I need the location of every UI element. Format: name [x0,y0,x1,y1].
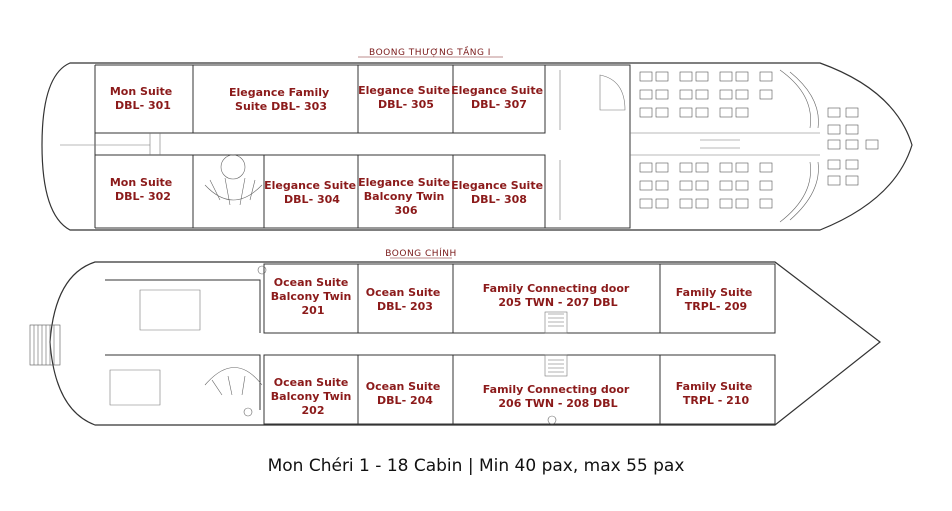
main-deck-hull [49,261,881,426]
cabin-label-302: Mon Suite DBL- 302 [110,176,176,203]
deck-plan: BOONG THƯỢNG TẦNG I [29,45,913,426]
cabin-label-301: Mon Suite DBL- 301 [110,85,176,112]
cabin-label-304: Elegance Suite DBL- 304 [264,179,360,206]
cabin-label-305: Elegance Suite DBL- 305 [358,84,454,111]
main-deck-title: BOONG CHÍNH [385,247,456,259]
cabin-label-205-207: Family Connecting door 205 TWN - 207 DBL [483,282,633,309]
cabin-label-303: Elegance Family Suite DBL- 303 [229,86,333,113]
gangway-grate [29,324,61,366]
cabin-label-201: Ocean Suite Balcony Twin 201 [271,276,355,317]
upper-deck-hull [41,62,913,231]
main-deck-walls [105,263,776,425]
cabin-label-306: Elegance Suite Balcony Twin 306 [358,176,454,217]
cabin-label-307: Elegance Suite DBL- 307 [451,84,547,111]
ship-summary-caption: Mon Chéri 1 - 18 Cabin | Min 40 pax, max… [267,456,685,476]
cabin-label-206-208: Family Connecting door 206 TWN - 208 DBL [483,383,633,410]
cabin-label-210: Family Suite TRPL - 210 [676,380,756,407]
cabin-labels: Mon Suite DBL- 301 Elegance Family Suite… [110,84,756,417]
upper-dining-tables [639,71,879,209]
cabin-label-203: Ocean Suite DBL- 203 [366,286,445,313]
cabin-label-209: Family Suite TRPL- 209 [676,286,756,313]
upper-deck-walls [60,64,820,229]
cabin-label-204: Ocean Suite DBL- 204 [366,380,445,407]
cabin-label-202: Ocean Suite Balcony Twin 202 [271,376,355,417]
cabin-label-308: Elegance Suite DBL- 308 [451,179,547,206]
upper-deck-title: BOONG THƯỢNG TẦNG I [369,45,491,58]
